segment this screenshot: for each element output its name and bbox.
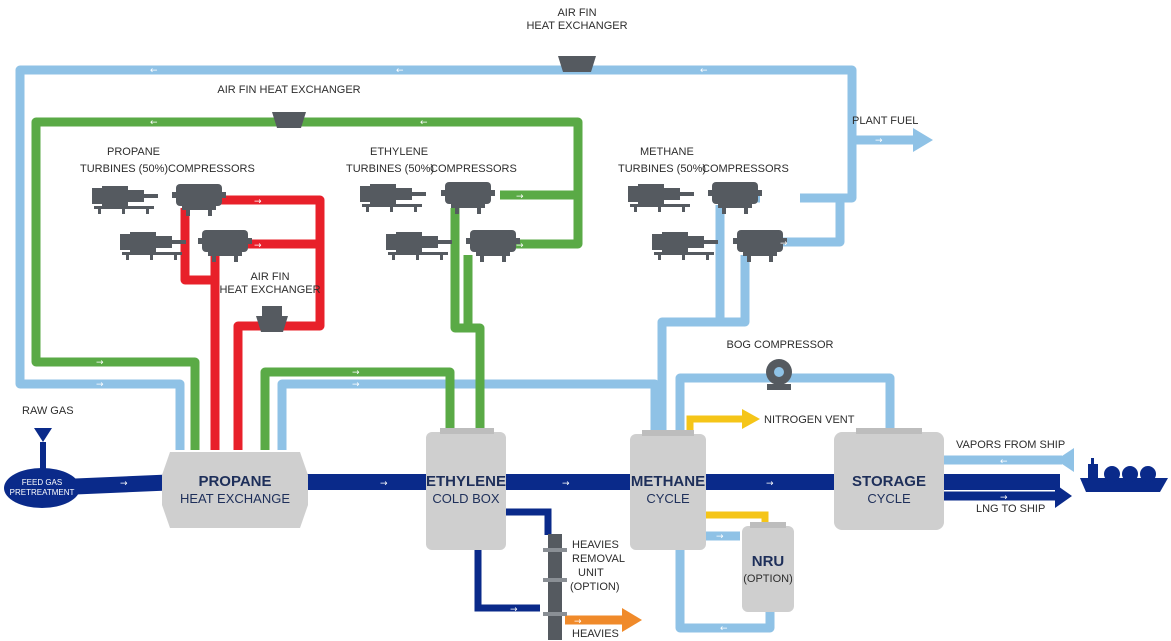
bog-compressor-icon bbox=[766, 359, 792, 390]
air-fin-red-label-2: HEAT EXCHANGER bbox=[219, 284, 320, 296]
methane-loop bbox=[15, 65, 915, 633]
svg-text:→: → bbox=[716, 532, 724, 542]
heavies-label: HEAVIES bbox=[572, 628, 619, 640]
heavies-removal-label-3: UNIT bbox=[578, 567, 604, 579]
svg-text:←: ← bbox=[700, 66, 708, 76]
air-fin-red-icon bbox=[256, 306, 288, 332]
methane-turbines-label: TURBINES (50%) bbox=[618, 163, 706, 175]
ethylene-title-label: ETHYLENE bbox=[370, 146, 428, 158]
propane-compressors-label: COMPRESSORS bbox=[168, 163, 255, 175]
svg-text:→: → bbox=[510, 605, 518, 615]
ethylene-turbines-label: TURBINES (50%) bbox=[346, 163, 434, 175]
svg-text:→: → bbox=[780, 239, 788, 249]
nru-block-sub: (OPTION) bbox=[743, 573, 793, 585]
svg-text:→: → bbox=[875, 136, 883, 146]
nitrogen-vent-label: NITROGEN VENT bbox=[764, 414, 855, 426]
storage-block-sub: CYCLE bbox=[867, 491, 911, 506]
storage-cycle-block bbox=[834, 428, 944, 530]
svg-text:→: → bbox=[780, 195, 788, 205]
methane-block-sub: CYCLE bbox=[646, 491, 690, 506]
propane-turbines-label: TURBINES (50%) bbox=[80, 163, 168, 175]
air-fin-top-label-1: AIR FIN bbox=[557, 7, 596, 19]
propane-block-title: PROPANE bbox=[198, 473, 271, 490]
air-fin-green-icon bbox=[272, 112, 306, 128]
plant-fuel-label: PLANT FUEL bbox=[852, 115, 918, 127]
svg-text:→: → bbox=[120, 479, 128, 489]
heavies-removal-label-1: HEAVIES bbox=[572, 539, 619, 551]
methane-cycle-block bbox=[630, 430, 706, 550]
air-fin-top-icon bbox=[558, 56, 596, 72]
svg-text:→: → bbox=[254, 197, 262, 207]
methane-title-label: METHANE bbox=[640, 146, 694, 158]
svg-text:→: → bbox=[254, 241, 262, 251]
air-fin-red-label-1: AIR FIN bbox=[250, 271, 289, 283]
svg-text:→: → bbox=[562, 479, 570, 489]
air-fin-top-label-2: HEAT EXCHANGER bbox=[526, 20, 627, 32]
raw-gas-valve-icon bbox=[34, 428, 52, 470]
nru-block bbox=[742, 522, 794, 612]
flow-arrows: ← ← ← ← ← → → → → → → → → → → → → ← → → → → → ← → → bbox=[96, 66, 1008, 634]
svg-text:→: → bbox=[574, 617, 582, 627]
ethylene-compressors-label: COMPRESSORS bbox=[430, 163, 517, 175]
svg-text:→: → bbox=[1000, 493, 1008, 503]
svg-text:→: → bbox=[96, 358, 104, 368]
ethylene-block-title: ETHYLENE bbox=[426, 473, 506, 490]
air-fin-green-label: AIR FIN HEAT EXCHANGER bbox=[217, 84, 360, 96]
svg-text:→: → bbox=[96, 380, 104, 390]
svg-text:←: ← bbox=[150, 66, 158, 76]
heavies-removal-label-4: (OPTION) bbox=[570, 581, 620, 593]
feed-gas-label-1: FEED GAS bbox=[22, 478, 62, 487]
lng-ship-icon bbox=[1080, 458, 1168, 492]
methane-block-title: METHANE bbox=[631, 473, 705, 490]
propane-heat-exchange-block bbox=[162, 452, 308, 528]
ethylene-cold-box-block bbox=[426, 428, 506, 550]
heavies-removal-column bbox=[543, 534, 567, 640]
vapors-from-ship-label: VAPORS FROM SHIP bbox=[956, 439, 1065, 451]
storage-block-title: STORAGE bbox=[852, 473, 926, 490]
raw-gas-label: RAW GAS bbox=[22, 405, 74, 417]
ethylene-loop bbox=[31, 117, 583, 450]
svg-text:←: ← bbox=[720, 624, 728, 634]
feed-gas-label-2: PRETREATMENT bbox=[10, 488, 75, 497]
svg-text:→: → bbox=[352, 380, 360, 390]
propane-title-label: PROPANE bbox=[107, 146, 160, 158]
propane-block-sub: HEAT EXCHANGE bbox=[180, 491, 290, 506]
svg-text:→: → bbox=[766, 479, 774, 489]
svg-text:→: → bbox=[516, 241, 524, 251]
svg-text:←: ← bbox=[396, 66, 404, 76]
svg-text:→: → bbox=[380, 479, 388, 489]
svg-text:→: → bbox=[352, 368, 360, 378]
nru-block-title: NRU bbox=[752, 553, 785, 570]
svg-text:→: → bbox=[516, 192, 524, 202]
svg-text:←: ← bbox=[420, 118, 428, 128]
bog-compressor-label: BOG COMPRESSOR bbox=[727, 339, 834, 351]
methane-compressors-label: COMPRESSORS bbox=[702, 163, 789, 175]
svg-text:←: ← bbox=[1000, 457, 1008, 467]
lng-to-ship-label: LNG TO SHIP bbox=[976, 503, 1045, 515]
feed-gas-pretreatment bbox=[4, 468, 80, 508]
propane-loop bbox=[180, 195, 325, 450]
ethylene-block-sub: COLD BOX bbox=[432, 491, 500, 506]
heavies-removal-label-2: REMOVAL bbox=[572, 553, 625, 565]
svg-text:←: ← bbox=[150, 118, 158, 128]
